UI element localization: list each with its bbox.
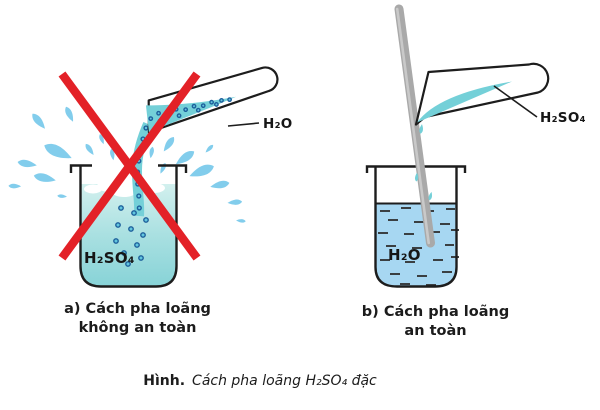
h2o-label-a: H₂O [263,116,293,132]
test-tube-a-liquid [145,96,237,133]
caption-a-line1: a) Cách pha loãng [64,301,211,317]
figure-caption-prefix: Hình. [143,373,186,389]
caption-panel-a: a) Cách pha loãng không an toàn [40,300,235,338]
h2so4-label-b: H₂SO₄ [540,110,586,126]
test-tube-b [414,62,550,126]
unsafe-cross-icon [58,71,201,261]
test-tube-a [145,66,279,134]
stirring-rod [394,4,435,248]
beaker-a-acid-liquid [80,184,177,287]
h2so4-label-a: H₂SO₄ [84,249,135,267]
beaker-b-water-liquid [375,203,457,287]
panel-b [365,4,550,288]
leader-line-b [493,85,538,118]
leader-line-a [227,122,260,127]
caption-b-line2: an toàn [404,323,467,339]
h2o-label-b: H₂O [388,246,421,264]
caption-panel-b: b) Cách pha loãng an toàn [343,303,528,341]
figure-caption: Hình. Cách pha loãng H₂SO₄ đặc [60,373,460,389]
caption-a-line2: không an toàn [78,320,197,336]
test-tube-b-liquid [417,81,512,123]
panel-a [8,66,279,288]
caption-b-line1: b) Cách pha loãng [361,304,510,320]
figure-caption-text: Cách pha loãng H₂SO₄ đặc [192,373,377,389]
falling-acid-dots [113,205,149,267]
beaker-a [69,164,188,288]
